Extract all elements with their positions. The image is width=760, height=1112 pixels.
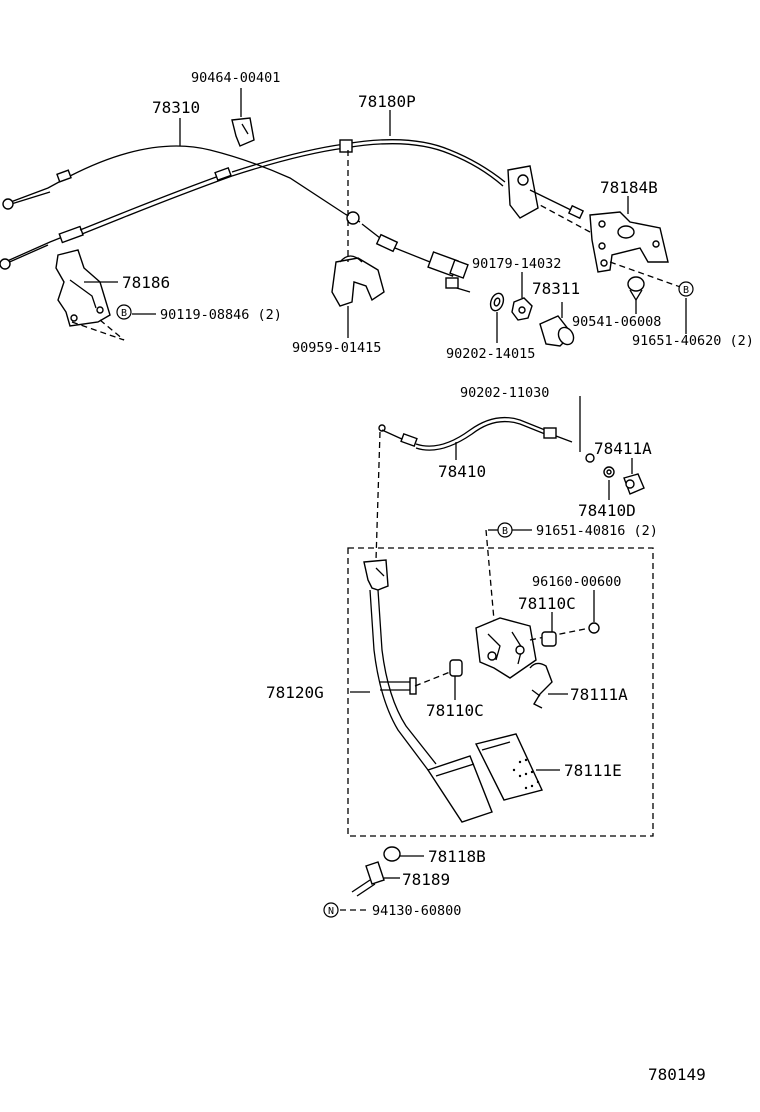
marker-N-94130: N (323, 902, 339, 918)
pedal-arm-78120G (350, 559, 493, 823)
label-78180P: 78180P (358, 92, 416, 111)
clip-90541-06008 (627, 276, 645, 314)
marker-B-91651-b: B (488, 522, 532, 538)
bushing-78411A (623, 458, 645, 495)
label-78184B: 78184B (600, 178, 658, 197)
label-78110C-upper: 78110C (518, 594, 576, 613)
pedal-pad-78111E (474, 733, 560, 801)
pedal-bracket (475, 529, 591, 679)
stopper-78118B (383, 846, 424, 862)
label-91651-40620: 91651-40620 (2) (632, 333, 754, 349)
bushing-78110C-upper (541, 612, 557, 647)
label-78410D: 78410D (578, 501, 636, 520)
clip-90464 (231, 88, 255, 147)
label-78411A: 78411A (594, 439, 652, 458)
bolt-78189 (351, 861, 400, 897)
label-90541-06008: 90541-06008 (572, 314, 661, 330)
label-78110C-lower: 78110C (426, 701, 484, 720)
label-96160-00600: 96160-00600 (532, 574, 621, 590)
label-90202-11030: 90202-11030 (460, 385, 549, 401)
clamp-90959 (331, 150, 385, 338)
pivot-bolt (380, 667, 461, 695)
label-78410: 78410 (438, 462, 486, 481)
marker-N-letter: N (328, 906, 334, 917)
diagram-id: 780149 (648, 1065, 706, 1084)
pedal-assembly-box (347, 547, 654, 837)
nut-78410D (603, 466, 615, 500)
bracket-78186 (55, 249, 156, 341)
spring-78111A (529, 662, 568, 709)
marker-B-letter: B (683, 285, 689, 296)
bushing-78110C-lower (449, 659, 463, 700)
label-78310: 78310 (152, 98, 200, 117)
marker-B-letter: B (502, 526, 508, 537)
cable-78180P (0, 139, 585, 270)
label-78186: 78186 (122, 273, 170, 292)
cable-78310 (2, 145, 471, 293)
leader-lines (179, 110, 391, 146)
marker-B-91651-a: B (678, 281, 694, 297)
label-90202-14015: 90202-14015 (446, 346, 535, 362)
label-90119-08846: 90119-08846 (2) (160, 307, 282, 323)
label-78118B: 78118B (428, 847, 486, 866)
label-78111A: 78111A (570, 685, 628, 704)
bracket-78184B (539, 196, 687, 290)
label-78189: 78189 (402, 870, 450, 889)
cable-guide-line (375, 431, 381, 561)
label-90959-01415: 90959-01415 (292, 340, 381, 356)
nut-90179-14032 (511, 272, 533, 321)
marker-B-letter: B (121, 308, 127, 319)
nut-96160-00600 (588, 590, 600, 634)
cable-78410 (378, 416, 573, 460)
label-90464-00401: 90464-00401 (191, 70, 280, 86)
marker-B-90119: B (116, 304, 132, 320)
label-78120G: 78120G (266, 683, 324, 702)
label-78111E: 78111E (564, 761, 622, 780)
label-78311: 78311 (532, 279, 580, 298)
stopper-78311 (539, 302, 575, 347)
label-90179-14032: 90179-14032 (472, 256, 561, 272)
grommet-90202-11030 (579, 396, 595, 463)
label-91651-40816: 91651-40816 (2) (536, 523, 658, 539)
label-94130-60800: 94130-60800 (372, 903, 461, 919)
grommet-90202-14015 (489, 292, 505, 343)
